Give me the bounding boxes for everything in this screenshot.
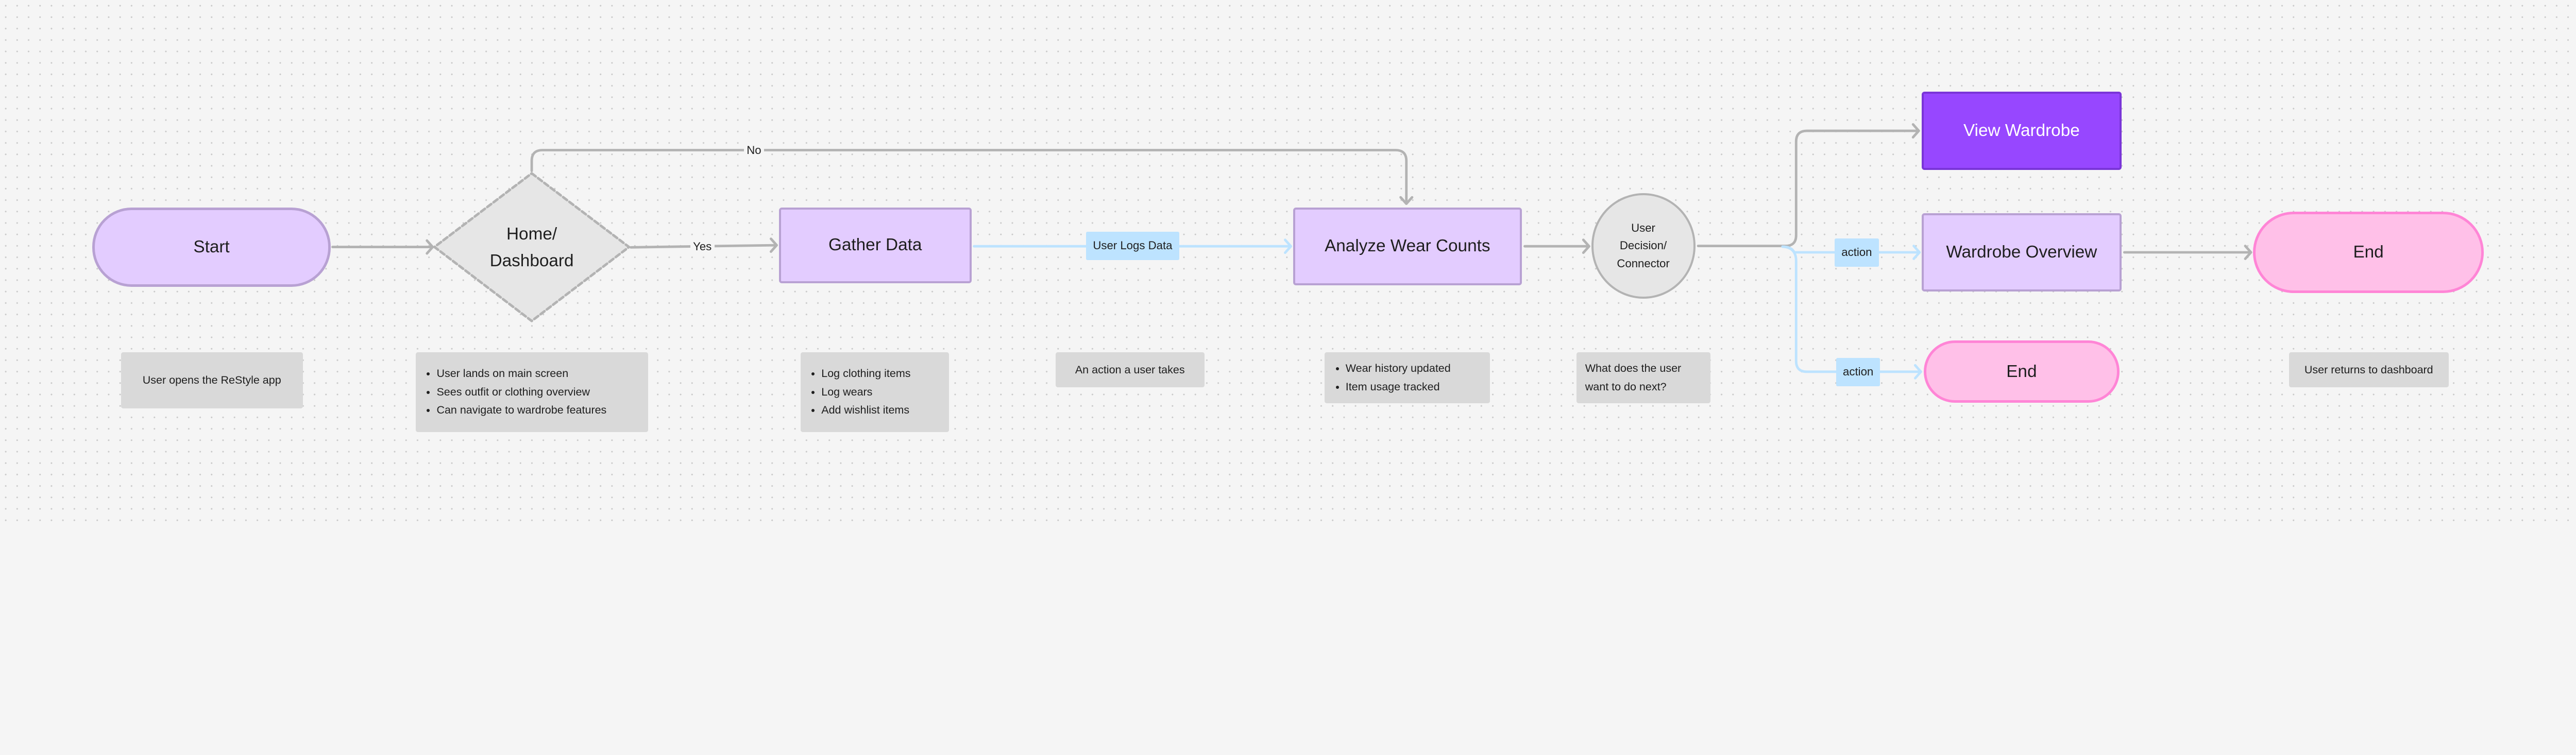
note-decision: What does the user want to do next? [1577, 352, 1711, 403]
diagram-canvas: Yes No User Logs Data action action Star… [0, 0, 2576, 524]
edge-home-to-analyze-no [530, 149, 1414, 205]
start-label: Start [193, 237, 230, 256]
edge-label-no: No [743, 142, 765, 158]
user-decision-connector-node[interactable]: User Decision/ Connector [1591, 193, 1696, 299]
decision-label-line: User [1631, 221, 1655, 234]
end-node-alt[interactable]: End [1924, 340, 2120, 403]
note-bullet: Can navigate to wardrobe features [436, 401, 639, 420]
home-label-line: Dashboard [489, 251, 574, 270]
note-text: want to do next? [1585, 380, 1667, 393]
edge-label-user-logs-data: User Logs Data [1086, 231, 1179, 260]
edge-decision-to-view-wardrobe [1697, 123, 1920, 247]
note-action: An action a user takes [1055, 352, 1205, 388]
wardrobe-overview-label: Wardrobe Overview [1946, 243, 2097, 262]
note-text: User opens the ReStyle app [142, 373, 281, 386]
note-bullet: Wear history updated [1346, 359, 1482, 378]
start-node[interactable]: Start [92, 208, 331, 287]
note-home: User lands on main screen Sees outfit or… [416, 352, 648, 433]
end-node[interactable]: End [2253, 211, 2484, 294]
edge-overview-to-end [2123, 245, 2252, 260]
decision-label-line: Connector [1617, 256, 1670, 270]
note-end: User returns to dashboard [2289, 352, 2449, 388]
note-text: What does the user [1585, 362, 1682, 375]
note-text: User returns to dashboard [2304, 363, 2433, 376]
gather-data-label: Gather Data [828, 235, 922, 255]
note-bullet: Add wishlist items [821, 401, 940, 420]
edge-start-to-home [331, 239, 434, 255]
view-wardrobe-node[interactable]: View Wardrobe [1921, 91, 2122, 170]
note-start: User opens the ReStyle app [121, 352, 303, 408]
view-wardrobe-label: View Wardrobe [1963, 121, 2080, 141]
analyze-wear-counts-node[interactable]: Analyze Wear Counts [1293, 207, 1522, 285]
edge-label-action: action [1836, 357, 1880, 386]
note-bullet: Item usage tracked [1346, 378, 1482, 397]
edge-analyze-to-decision [1523, 238, 1590, 254]
end-label: End [2353, 242, 2384, 262]
note-bullet: Log clothing items [821, 365, 940, 383]
edge-label-action: action [1834, 238, 1879, 267]
gather-data-node[interactable]: Gather Data [778, 208, 972, 283]
home-dashboard-node[interactable]: Home/ Dashboard [460, 221, 603, 274]
note-bullet: Log wears [821, 383, 940, 402]
analyze-label: Analyze Wear Counts [1325, 236, 1490, 256]
home-label-line: Home/ [506, 224, 557, 244]
edge-decision-to-end-alt [1781, 245, 1922, 380]
note-bullet: Sees outfit or clothing overview [436, 383, 639, 402]
wardrobe-overview-node[interactable]: Wardrobe Overview [1921, 213, 2122, 292]
note-analyze: Wear history updated Item usage tracked [1325, 352, 1490, 403]
note-text: An action a user takes [1075, 363, 1185, 376]
home-dashboard-decision-shape [433, 172, 631, 322]
note-gather: Log clothing items Log wears Add wishlis… [800, 352, 950, 433]
edge-label-yes: Yes [690, 238, 715, 255]
end-label: End [2006, 362, 2037, 381]
decision-label-line: Decision/ [1619, 239, 1667, 252]
note-bullet: User lands on main screen [436, 365, 639, 383]
connectors-layer [331, 123, 2252, 380]
